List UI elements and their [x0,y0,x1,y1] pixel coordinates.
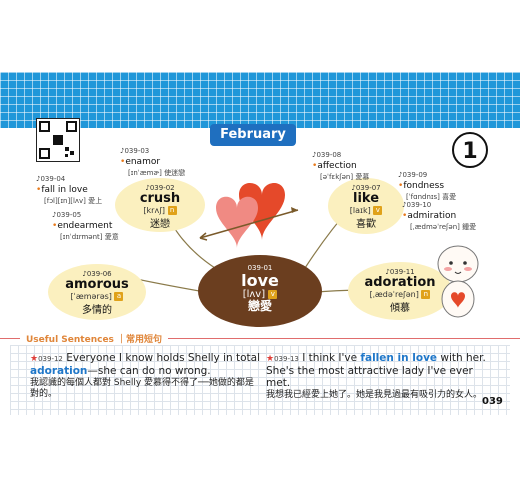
month-title: February [210,124,296,146]
lesson-number-badge: 1 [452,132,488,168]
side-item-endearment: ♪039-05 endearment [ɪnˈdɪrmənt] 愛意 [52,210,119,243]
side-item-admiration: ♪039-10 admiration [ˌædməˈreʃən] 鍾愛 [402,200,476,233]
hearts-icon [199,182,299,248]
header-grid-banner [0,72,520,128]
bubble-like: ♪039-07 like [laɪk] v 喜歡 [328,178,404,234]
side-item-fondness: ♪039-09 fondness [ˈfɑndnɪs] 喜愛 [398,170,456,203]
side-item-fall-in-love: ♪039-04 fall in love [fɔl][ɪn][lʌv] 愛上 [36,174,102,207]
bubble-amorous: ♪039-06 amorous [ˈæmərəs] a 多情的 [48,264,146,320]
word-code: 039-01 [247,264,273,272]
section-divider [0,338,520,339]
cartoon-character-illustration [437,245,479,318]
useful-sentences-title: Useful Sentences ｜常用短句 [20,332,169,345]
center-word-love: 039-01 love [lʌv] v 戀愛 [198,255,322,327]
pos-badge: v [268,289,278,299]
sentence-1: ★039-12 Everyone I know holds Shelly in … [30,352,261,399]
word-text: love [241,271,279,290]
word-chinese: 戀愛 [247,299,272,313]
word-ipa: [lʌv] [242,289,266,300]
star-icon: ★ [266,354,275,364]
side-item-affection: ♪039-08 affection [əˈfɛkʃən] 愛慕 [312,150,369,183]
bubble-crush: ♪039-02 crush [krʌʃ] n 迷戀 [115,178,205,232]
sentence-2: ★039-13 I think I've fallen in love with… [266,352,486,400]
bubble-adoration: ♪039-11 adoration [ˌædəˈreʃən] n 傾慕 [348,262,452,320]
page-number: 039 [482,396,503,407]
star-icon: ★ [30,354,39,364]
notebook-grid-background [10,345,510,415]
qr-code-icon[interactable] [36,118,80,162]
side-item-enamor: ♪039-03 enamor [ɪnˈæmɚ] 使迷戀 [120,146,185,179]
